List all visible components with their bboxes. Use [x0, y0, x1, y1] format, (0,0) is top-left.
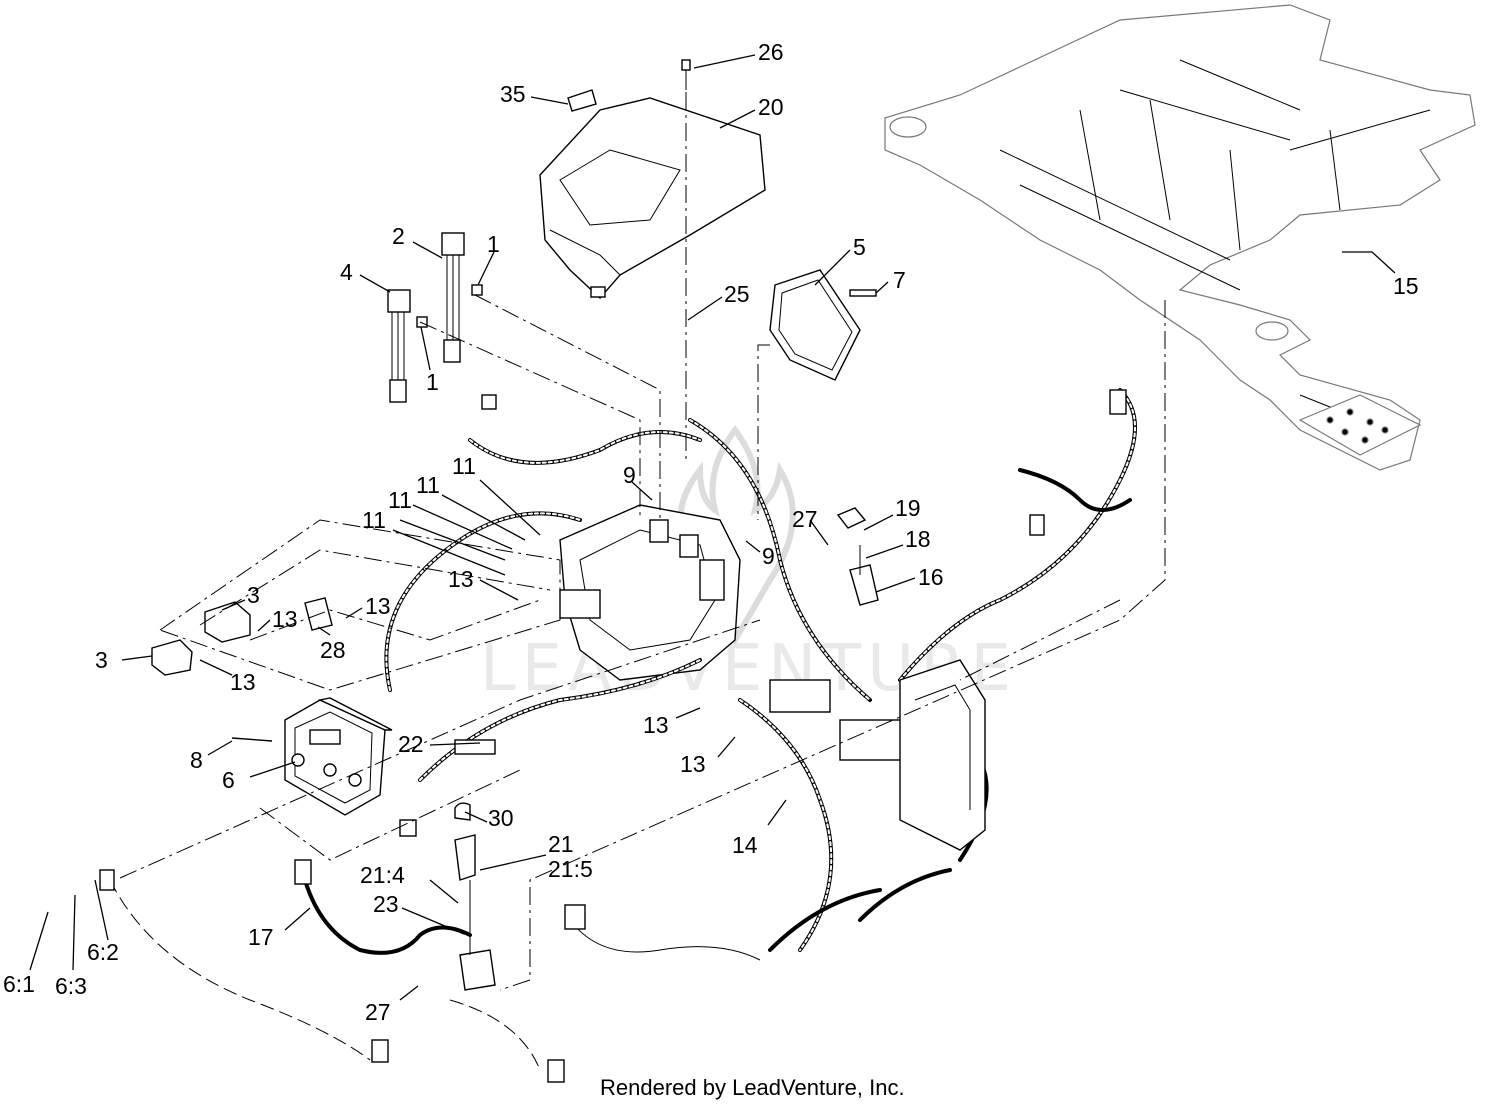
- callout-label: 16: [918, 564, 944, 590]
- callout-label: 13: [272, 606, 298, 632]
- callout-label: 6:3: [55, 973, 87, 999]
- callout-labels: 26 35 20 2 1 4 1 25 5 7 15 9 11 11 11 11…: [3, 39, 1419, 1025]
- callout-label: 3: [95, 647, 108, 673]
- cable-6: [99, 869, 565, 1083]
- callout-label: 3: [247, 582, 260, 608]
- relay-3-upper: [204, 601, 251, 643]
- callout-label: 11: [452, 453, 476, 479]
- bracket-21: [454, 834, 496, 991]
- callout-label: 18: [905, 526, 931, 552]
- callout-label: 1: [426, 369, 439, 395]
- callout-label: 9: [762, 543, 775, 569]
- callout-label: 13: [230, 669, 256, 695]
- callout-label: 21:5: [548, 856, 593, 882]
- controller-cover: [539, 97, 766, 300]
- callout-label: 35: [500, 81, 526, 107]
- callout-label: 13: [643, 712, 669, 738]
- callout-label: 27: [792, 506, 818, 532]
- callout-label: 20: [758, 94, 784, 120]
- screw-7: [849, 289, 877, 297]
- callout-label: 1: [487, 231, 500, 257]
- cable-17: [294, 859, 472, 955]
- relay-3-lower: [151, 639, 193, 676]
- screw-8: [231, 737, 273, 742]
- callout-label: 22: [398, 731, 424, 757]
- callout-label: 14: [732, 832, 758, 858]
- frame-step-pad: [1298, 394, 1422, 456]
- cap-30: [454, 802, 471, 821]
- callout-label: 26: [758, 39, 784, 65]
- harness-connector-4: [387, 289, 411, 403]
- center-bracket-assembly: [559, 504, 741, 681]
- right-panel-bracket: [899, 659, 986, 851]
- screw-26: [681, 59, 691, 90]
- decal-35: [567, 89, 597, 112]
- callout-label: 11: [362, 507, 386, 533]
- clip-1-upper: [471, 284, 483, 296]
- callout-label: 6:1: [3, 971, 35, 997]
- callout-label: 6:2: [87, 939, 119, 965]
- callout-label: 13: [448, 566, 474, 592]
- mounting-plate-5: [769, 269, 861, 381]
- callout-label: 21:4: [360, 862, 405, 888]
- harness-connector-2: [441, 232, 465, 363]
- callout-label: 5: [853, 234, 866, 260]
- footer-credit: Rendered by LeadVenture, Inc.: [600, 1075, 905, 1100]
- callout-label: 7: [893, 267, 906, 293]
- callout-label: 13: [680, 751, 706, 777]
- assembly-guide-lines: [119, 92, 1166, 991]
- callout-label: 21: [548, 831, 574, 857]
- callout-label: 9: [623, 462, 636, 488]
- callout-label: 25: [724, 281, 750, 307]
- callout-label: 2: [392, 223, 405, 249]
- callout-leaders: [29, 54, 1396, 1001]
- callout-label: 11: [416, 472, 440, 498]
- callout-label: 4: [340, 259, 353, 285]
- callout-label: 17: [248, 924, 274, 950]
- bracket-19: [836, 507, 867, 529]
- callout-label: 15: [1393, 273, 1419, 299]
- frame-assembly: [884, 4, 1476, 471]
- callout-label: 19: [895, 495, 921, 521]
- callout-label: 23: [373, 891, 399, 917]
- switch-bracket-16: [849, 545, 879, 606]
- callout-label: 27: [365, 999, 391, 1025]
- callout-label: 28: [320, 637, 346, 663]
- callout-label: 6: [222, 767, 235, 793]
- callout-label: 30: [488, 805, 514, 831]
- callout-label: 8: [190, 747, 203, 773]
- motor-controller-6: [284, 697, 393, 816]
- callout-label: 13: [365, 593, 391, 619]
- callout-label: 11: [388, 487, 412, 513]
- clip-1-lower: [416, 316, 428, 328]
